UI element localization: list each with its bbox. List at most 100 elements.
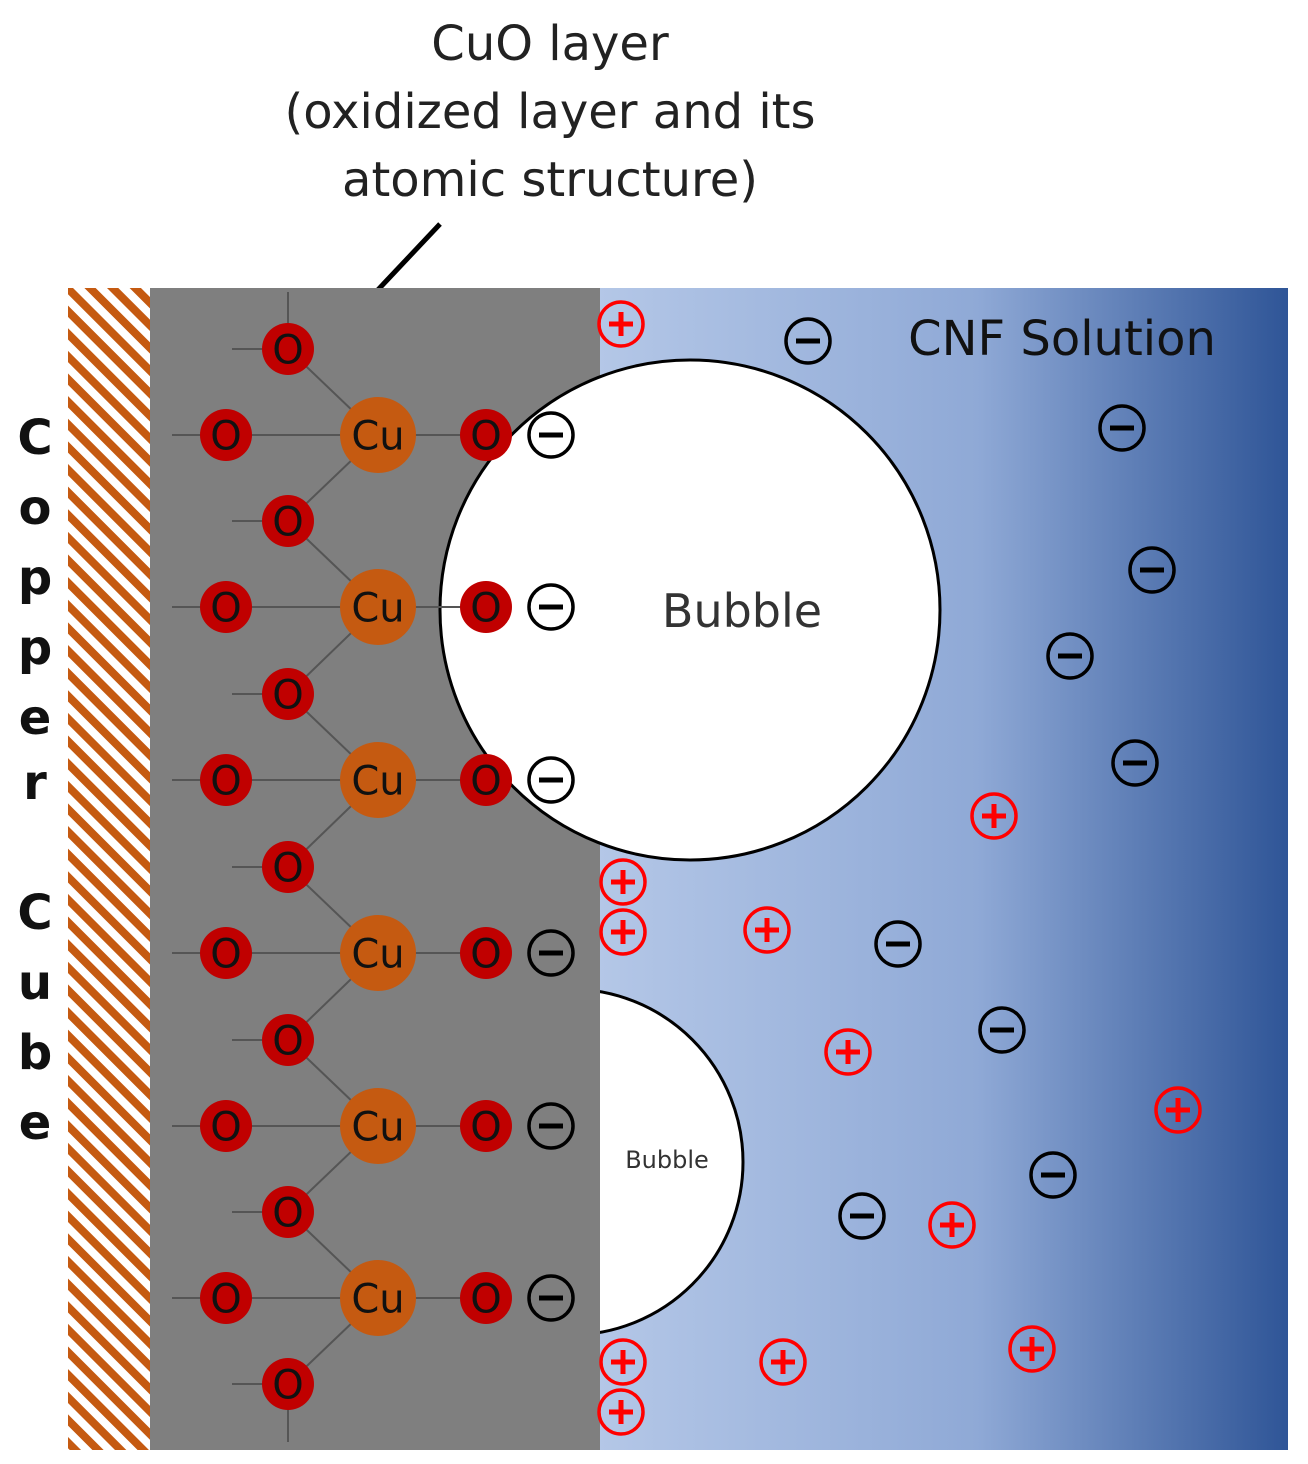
charges (527, 300, 1202, 1436)
negative-charge (527, 583, 575, 631)
copper-atom-circle (340, 1088, 416, 1164)
negative-charge (527, 929, 575, 977)
negative-charge (1029, 1151, 1077, 1199)
copper-atom-circle (340, 1260, 416, 1336)
oxygen-atom-label: O (272, 1190, 303, 1236)
copper-letter: r (23, 755, 47, 811)
oxygen-atom: O (262, 1186, 314, 1238)
oxygen-atom: O (262, 1358, 314, 1410)
oxygen-atom-circle (262, 323, 314, 375)
oxygen-atom-circle (460, 409, 512, 461)
callout-line-1: CuO layer (431, 16, 669, 72)
bubble-large: Bubble (438, 358, 942, 862)
oxygen-atom: O (460, 754, 512, 806)
bubble-large-circle (438, 358, 942, 862)
charge-ring (970, 792, 1018, 840)
oxygen-atom-label: O (272, 672, 303, 718)
oxygen-atom: O (460, 581, 512, 633)
oxygen-atom-label: O (272, 1018, 303, 1064)
oxygen-atom-circle (460, 754, 512, 806)
copper-atom-circle (340, 569, 416, 645)
oxygen-atom-circle (262, 495, 314, 547)
oxygen-atom: O (262, 668, 314, 720)
oxygen-atom-circle (262, 1358, 314, 1410)
oxygen-atom-circle (460, 1100, 512, 1152)
oxygen-atom: O (200, 1100, 252, 1152)
positive-charge (599, 858, 647, 906)
positive-charge (928, 1201, 976, 1249)
oxygen-atom: O (200, 754, 252, 806)
oxygen-atom: O (262, 495, 314, 547)
negative-charge (784, 317, 832, 365)
charge-ring (527, 583, 575, 631)
oxygen-atom-label: O (272, 845, 303, 891)
oxygen-atom-circle (200, 581, 252, 633)
copper-atom: Cu (340, 742, 416, 818)
oxygen-atom: O (460, 1272, 512, 1324)
charge-ring (759, 1338, 807, 1386)
oxygen-atom-circle (200, 409, 252, 461)
oxygen-atom: O (460, 1100, 512, 1152)
negative-charge (1111, 739, 1159, 787)
callout-line-3: atomic structure) (342, 152, 758, 208)
charge-ring (527, 756, 575, 804)
oxygen-atom-label: O (272, 499, 303, 545)
negative-charge (978, 1006, 1026, 1054)
positive-charge (970, 792, 1018, 840)
charge-ring (527, 1102, 575, 1150)
charge-ring (597, 300, 645, 348)
charge-ring (874, 920, 922, 968)
charge-ring (527, 929, 575, 977)
callout-line-2: (oxidized layer and its (284, 84, 816, 140)
copper-letter: p (17, 620, 53, 676)
copper-letter: o (18, 480, 52, 536)
charge-ring (1008, 1325, 1056, 1373)
copper-atom: Cu (340, 569, 416, 645)
copper-letter: p (17, 550, 53, 606)
positive-charge (599, 908, 647, 956)
oxygen-atom-label: O (210, 413, 241, 459)
negative-charge (527, 1102, 575, 1150)
copper-letter: u (17, 955, 53, 1011)
positive-charge (1154, 1086, 1202, 1134)
oxygen-atom-label: O (470, 1104, 501, 1150)
oxygen-atom-label: O (210, 1276, 241, 1322)
oxygen-atom-label: O (210, 585, 241, 631)
oxygen-atom-label: O (470, 413, 501, 459)
copper-atom-circle (340, 397, 416, 473)
positive-charge (599, 1338, 647, 1386)
oxygen-atom-circle (200, 1272, 252, 1324)
oxygen-atom-circle (262, 841, 314, 893)
negative-charge (527, 411, 575, 459)
oxygen-atom-circle (200, 927, 252, 979)
copper-atom: Cu (340, 1088, 416, 1164)
charge-ring (1029, 1151, 1077, 1199)
oxygen-atom: O (200, 409, 252, 461)
oxygen-atom: O (262, 323, 314, 375)
copper-atom-circle (340, 742, 416, 818)
oxygen-atom-circle (460, 1272, 512, 1324)
charge-ring (1046, 632, 1094, 680)
copper-letter: C (17, 410, 53, 466)
copper-atom-label: Cu (351, 931, 404, 977)
oxygen-atom: O (200, 927, 252, 979)
charge-ring (1154, 1086, 1202, 1134)
charge-ring (1098, 404, 1146, 452)
negative-charge (1046, 632, 1094, 680)
oxygen-atom-circle (200, 1100, 252, 1152)
oxygen-atom: O (262, 1014, 314, 1066)
positive-charge (759, 1338, 807, 1386)
oxygen-atom-label: O (470, 585, 501, 631)
oxygen-atom-circle (262, 1186, 314, 1238)
copper-atom-label: Cu (351, 1104, 404, 1150)
oxygen-atom-label: O (210, 1104, 241, 1150)
negative-charge (874, 920, 922, 968)
copper-atom-label: Cu (351, 1276, 404, 1322)
charge-ring (599, 1338, 647, 1386)
negative-charge (1128, 546, 1176, 594)
oxygen-atom: O (460, 409, 512, 461)
oxygen-atom-label: O (210, 931, 241, 977)
oxygen-atom: O (200, 581, 252, 633)
oxygen-atom: O (200, 1272, 252, 1324)
